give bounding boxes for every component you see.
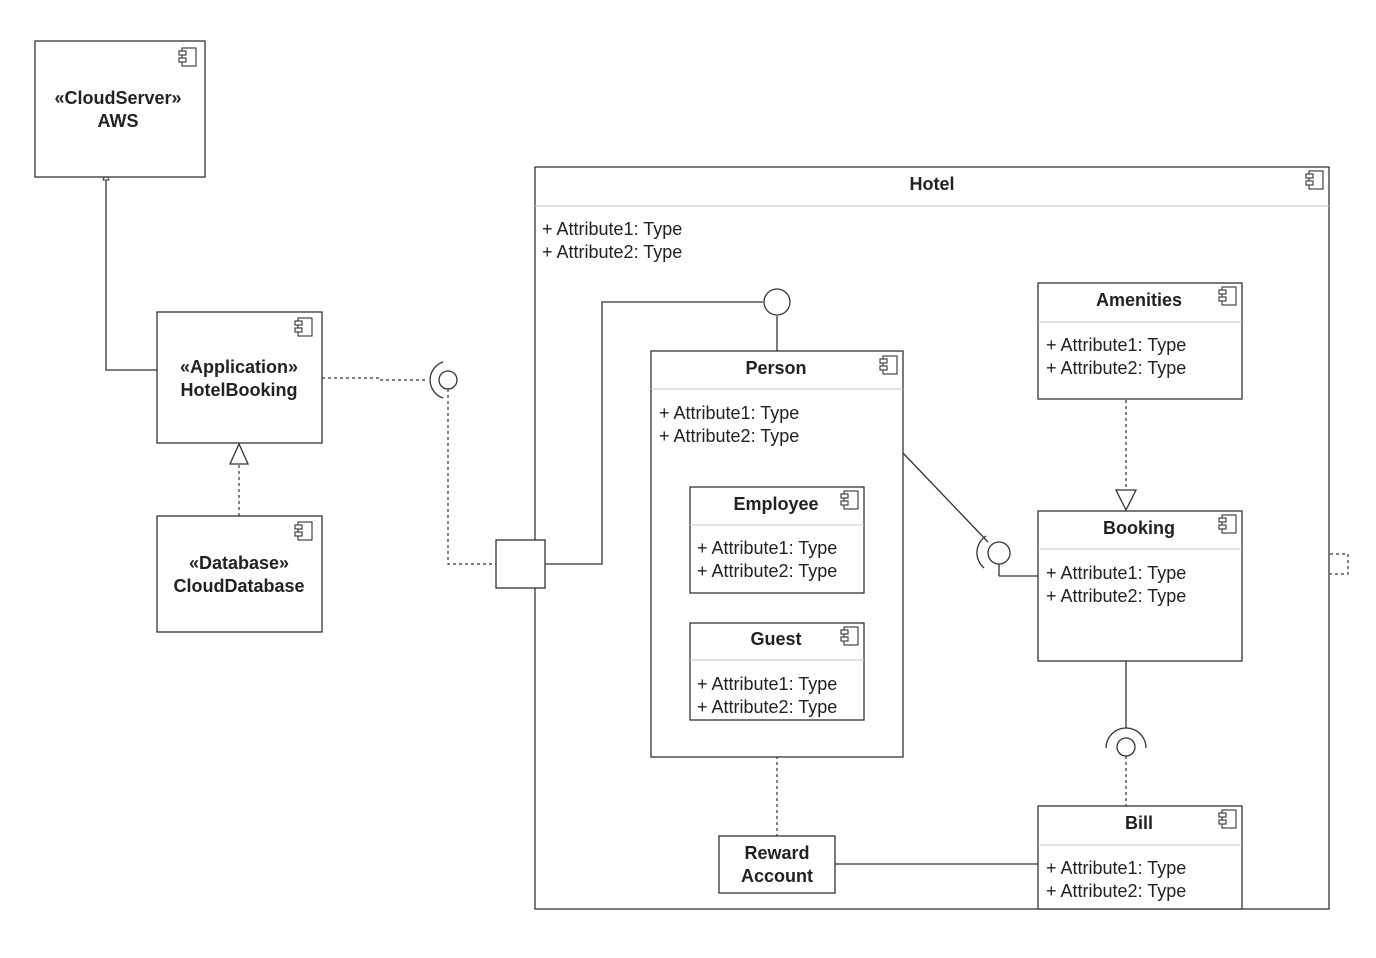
- realization-amenities-to-booking: [1114, 400, 1138, 512]
- guest-title: Guest: [750, 629, 801, 649]
- guest-attribute-2: + Attribute2: Type: [697, 697, 837, 717]
- guest-attribute-1: + Attribute1: Type: [697, 674, 837, 694]
- cloudserver-component[interactable]: «CloudServer» AWS: [34, 40, 206, 178]
- booking-title: Booking: [1103, 518, 1175, 538]
- bill-title: Bill: [1125, 813, 1153, 833]
- hotel-attribute-2: + Attribute2: Type: [542, 242, 682, 262]
- bill-component[interactable]: Bill + Attribute1: Type + Attribute2: Ty…: [1037, 805, 1243, 910]
- application-component[interactable]: «Application» HotelBooking: [156, 311, 323, 444]
- amenities-title: Amenities: [1096, 290, 1182, 310]
- database-stereotype: «Database»: [189, 553, 289, 573]
- component-icon: [1218, 514, 1237, 534]
- component-icon: [840, 626, 859, 646]
- component-icon: [178, 47, 197, 67]
- bill-assembly-connector[interactable]: [1105, 727, 1147, 757]
- component-icon: [294, 521, 313, 541]
- component-icon: [840, 490, 859, 510]
- dashed-stub: [1330, 553, 1349, 575]
- connector-person-booking: [902, 452, 1038, 577]
- application-stereotype: «Application»: [180, 357, 298, 377]
- booking-attribute-1: + Attribute1: Type: [1046, 563, 1186, 583]
- component-icon: [1218, 809, 1237, 829]
- amenities-attribute-2: + Attribute2: Type: [1046, 358, 1186, 378]
- employee-component[interactable]: Employee + Attribute1: Type + Attribute2…: [689, 486, 865, 594]
- database-component[interactable]: «Database» CloudDatabase: [156, 515, 323, 633]
- reward-account-line-1: Reward: [744, 843, 809, 863]
- component-icon: [1305, 170, 1324, 190]
- connector-app-to-cloudserver: [102, 171, 157, 371]
- bill-attribute-1: + Attribute1: Type: [1046, 858, 1186, 878]
- component-icon: [1218, 286, 1237, 306]
- booking-attribute-2: + Attribute2: Type: [1046, 586, 1186, 606]
- employee-attribute-2: + Attribute2: Type: [697, 561, 837, 581]
- reward-account-line-2: Account: [741, 866, 813, 886]
- booking-assembly-connector[interactable]: [976, 535, 1011, 569]
- amenities-attribute-1: + Attribute1: Type: [1046, 335, 1186, 355]
- employee-title: Employee: [733, 494, 818, 514]
- bill-attribute-2: + Attribute2: Type: [1046, 881, 1186, 901]
- realization-database-to-application: [228, 442, 250, 516]
- cloudserver-name: AWS: [97, 111, 138, 131]
- cloudserver-stereotype: «CloudServer»: [54, 88, 181, 108]
- hotel-component[interactable]: Hotel + Attribute1: Type + Attribute2: T…: [534, 166, 1330, 910]
- component-icon: [294, 317, 313, 337]
- database-name: CloudDatabase: [173, 576, 304, 596]
- application-name: HotelBooking: [181, 380, 298, 400]
- person-attribute-2: + Attribute2: Type: [659, 426, 799, 446]
- hotel-port[interactable]: [495, 539, 546, 589]
- employee-attribute-1: + Attribute1: Type: [697, 538, 837, 558]
- person-provided-interface[interactable]: [763, 288, 791, 316]
- person-title: Person: [745, 358, 806, 378]
- amenities-component[interactable]: Amenities + Attribute1: Type + Attribute…: [1037, 282, 1243, 400]
- person-attribute-1: + Attribute1: Type: [659, 403, 799, 423]
- component-icon: [879, 355, 898, 375]
- connector-app-interface: [322, 361, 496, 565]
- connector-port-to-person: [545, 301, 778, 565]
- hotel-title: Hotel: [910, 174, 955, 194]
- hotel-attribute-1: + Attribute1: Type: [542, 219, 682, 239]
- guest-component[interactable]: Guest + Attribute1: Type + Attribute2: T…: [689, 622, 865, 721]
- reward-account-box[interactable]: Reward Account: [718, 835, 836, 894]
- booking-component[interactable]: Booking + Attribute1: Type + Attribute2:…: [1037, 510, 1243, 662]
